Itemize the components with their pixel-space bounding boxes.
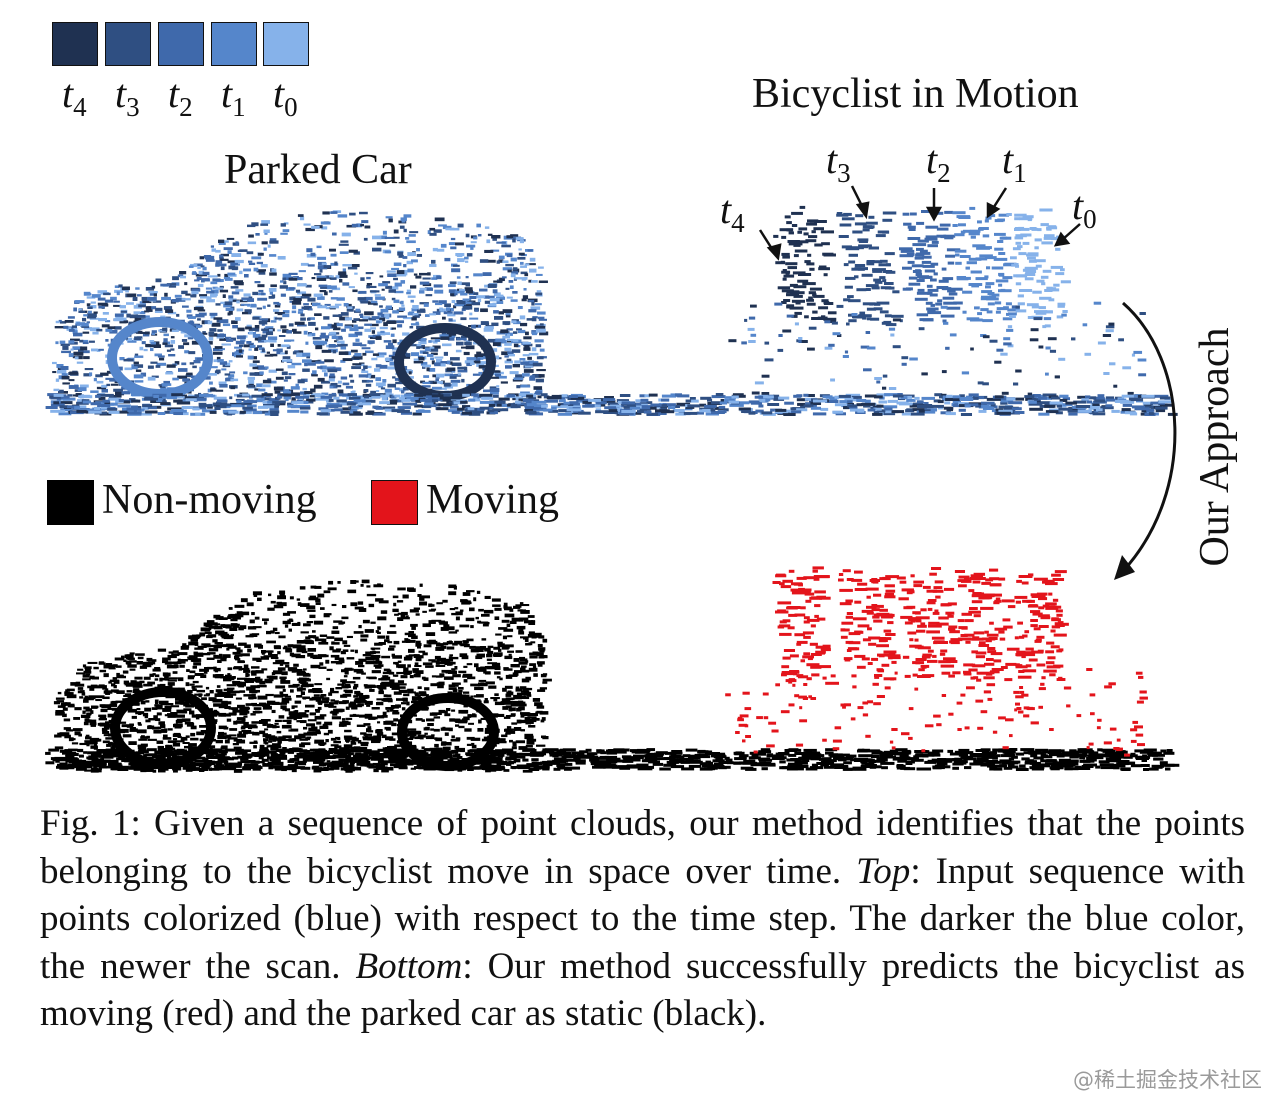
time-annotation-arrows xyxy=(758,185,1081,261)
parked-car-label: Parked Car xyxy=(224,147,412,193)
time-annotation-t4: t4 xyxy=(720,187,745,238)
legend-swatch-t3 xyxy=(105,22,151,66)
arrow-t1-head xyxy=(986,201,1001,219)
bottom-non-moving-ground-points xyxy=(45,748,1180,771)
time-annotation-t1: t1 xyxy=(1002,137,1027,188)
legend-label-t4: t4 xyxy=(62,71,87,122)
arrow-t2-head xyxy=(925,206,943,222)
bottom-non-moving-car-points xyxy=(53,579,553,773)
legend-swatch-t0 xyxy=(263,22,309,66)
legend-swatch-t4 xyxy=(52,22,98,66)
legend-label-t1: t1 xyxy=(221,71,246,122)
our-approach-arrow xyxy=(1114,301,1177,580)
arrow-t0-head xyxy=(1053,231,1071,247)
caption-mid: : Input sequence with points colorized (… xyxy=(40,850,1246,987)
legend-label-t0: t0 xyxy=(273,71,298,122)
caption-top-label: Top xyxy=(856,850,911,892)
watermark: @稀土掘金技术社区 xyxy=(1073,1068,1262,1092)
caption-bottom-label: Bottom xyxy=(355,945,463,987)
moving-label: Moving xyxy=(426,477,560,523)
time-annotation-t2: t2 xyxy=(926,137,951,188)
legend-label-t2: t2 xyxy=(168,71,193,122)
legend-swatch-t1 xyxy=(211,22,257,66)
top-point-cloud xyxy=(45,185,1178,416)
top-ground-points xyxy=(45,393,1178,416)
bottom-moving-bicyclist-points xyxy=(725,566,1148,757)
arrow-t4-head xyxy=(766,243,782,261)
caption-suffix: : Our method successfully predicts the b… xyxy=(40,945,1245,1035)
bicyclist-label: Bicyclist in Motion xyxy=(752,71,1079,117)
figure-caption: Fig. 1: Given a sequence of point clouds… xyxy=(40,800,1245,1038)
legend-label-t3: t3 xyxy=(115,71,140,122)
bottom-point-cloud xyxy=(45,566,1180,773)
figure: t4 t3 t2 t1 t0 Parked Car Bicyclist in M… xyxy=(45,22,1238,773)
non-moving-swatch xyxy=(47,480,94,525)
caption-prefix: Fig. 1: Given a sequence of point clouds… xyxy=(40,803,1245,892)
time-annotation-t0: t0 xyxy=(1072,183,1097,234)
legend-swatch-t2 xyxy=(158,22,204,66)
top-bicyclist-points xyxy=(728,205,1147,398)
curved-arrow-head xyxy=(1114,555,1135,580)
non-moving-label: Non-moving xyxy=(102,477,317,523)
curved-arrow-path xyxy=(1122,301,1177,572)
moving-swatch xyxy=(371,480,418,525)
top-parked-car-points xyxy=(52,210,549,404)
time-annotation-t3: t3 xyxy=(826,137,851,188)
arrow-t3-head xyxy=(855,201,870,220)
